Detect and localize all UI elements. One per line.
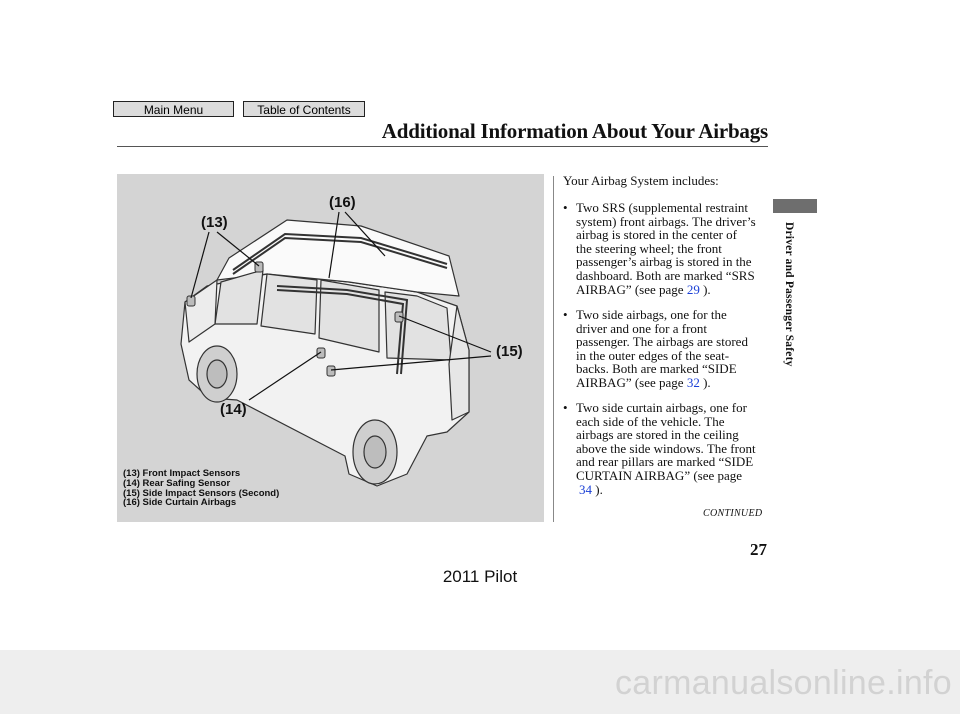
main-menu-button[interactable]: Main Menu — [113, 101, 234, 117]
page-reference-link[interactable]: 32 — [686, 374, 700, 390]
bullet-line-end: ). — [595, 481, 603, 497]
bullet-line: driver and one for a front — [576, 320, 708, 336]
bullet-line: AIRBAG” (see page — [576, 374, 684, 390]
callout-13: (13) — [201, 214, 228, 231]
page-reference-link[interactable]: 29 — [686, 281, 700, 297]
page-reference-link[interactable]: 34 — [579, 481, 592, 497]
bullet-line: passenger. The airbags are stored — [576, 334, 748, 350]
callout-15: (15) — [496, 343, 523, 360]
bullet-line: system) front airbags. The driver’s — [576, 213, 756, 229]
bullet-line: and rear pillars are marked “SIDE — [576, 454, 754, 470]
section-tab-label: Driver and Passenger Safety — [783, 222, 795, 367]
legend-item: (14) Rear Safing Sensor — [123, 477, 231, 489]
table-of-contents-button[interactable]: Table of Contents — [243, 101, 365, 117]
intro-text: Your Airbag System includes: — [563, 173, 719, 188]
callout-16: (16) — [329, 194, 356, 211]
bullet-line: dashboard. Both are marked “SRS — [576, 267, 755, 283]
bullet-line: each side of the vehicle. The — [576, 413, 725, 429]
page-title: Additional Information About Your Airbag… — [381, 119, 768, 143]
bullet-line: Two side airbags, one for the — [576, 307, 727, 322]
column-divider — [553, 176, 554, 522]
bullet-line: airbags are stored in the ceiling — [576, 427, 739, 443]
title-divider — [117, 146, 768, 147]
bullet-line: backs. Both are marked “SIDE — [576, 361, 737, 377]
bullet-line: passenger’s airbag is stored in the — [576, 254, 752, 270]
bullet-line: CURTAIN AIRBAG” (see page — [576, 467, 743, 483]
bullet-line: Two SRS (supplemental restraint — [576, 200, 749, 215]
bullet-line: AIRBAG” (see page — [576, 281, 684, 297]
bullet-line: airbag is stored in the center of — [576, 227, 737, 243]
bullet-line: Two side curtain airbags, one for — [576, 400, 747, 415]
bullet-dot: • — [563, 307, 568, 322]
legend-item: (15) Side Impact Sensors (Second) — [123, 487, 280, 499]
watermark-text: carmanualsonline.info — [614, 664, 952, 702]
bullet-line-end: ). — [703, 281, 711, 297]
vehicle-illustration — [180, 211, 492, 487]
page-number: 27 — [750, 540, 767, 559]
bullet-line: the steering wheel; the front — [576, 240, 722, 256]
airbag-diagram: (13) (16) (15) (14) (13) Front Impact Se… — [117, 174, 544, 522]
watermark-bar: carmanualsonline.info — [0, 650, 960, 714]
callout-14: (14) — [220, 401, 247, 418]
footer-model: 2011 Pilot — [442, 567, 518, 586]
legend-item: (13) Front Impact Sensors — [123, 468, 241, 479]
figure-legend: (13) Front Impact Sensors (14) Rear Safi… — [123, 469, 279, 508]
bullet-dot: • — [563, 200, 568, 215]
continued-label: CONTINUED — [703, 508, 763, 519]
section-tab-marker — [773, 199, 817, 213]
bullet-dot: • — [563, 400, 568, 415]
bullet-line: above the side windows. The front — [576, 440, 756, 456]
bullet-line: in the outer edges of the seat- — [576, 347, 730, 363]
legend-item: (16) Side Curtain Airbags — [123, 497, 237, 509]
bullet-line-end: ). — [703, 374, 711, 390]
